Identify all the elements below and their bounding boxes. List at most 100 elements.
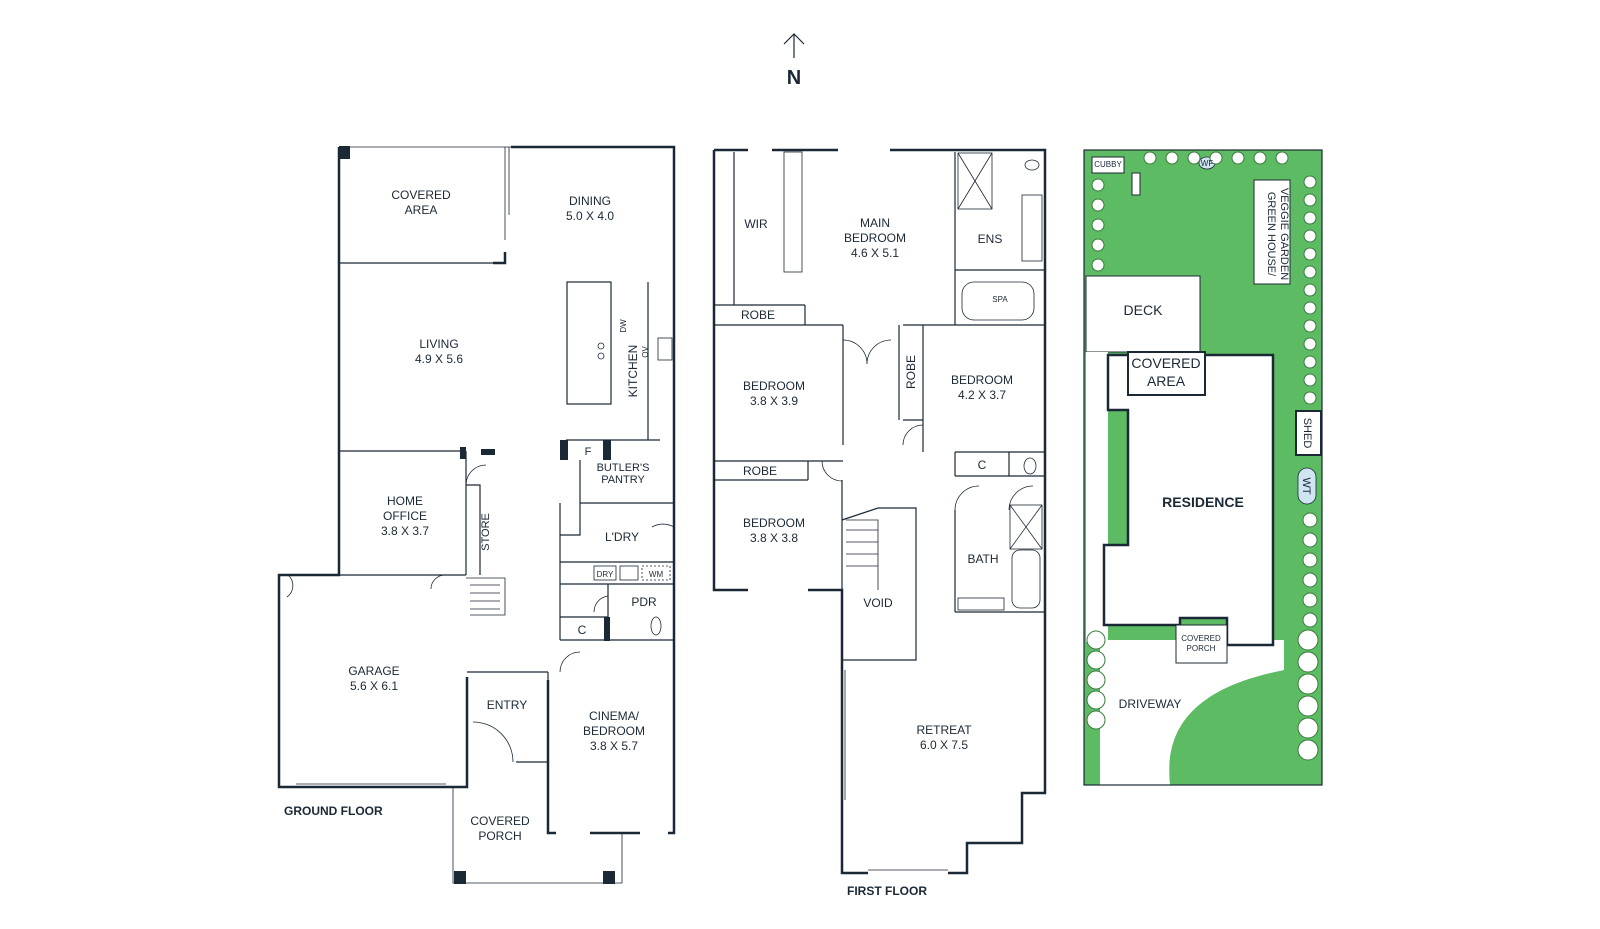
entry-door-swing bbox=[472, 721, 514, 763]
tree-icon bbox=[1297, 651, 1319, 673]
vanity-icon bbox=[1021, 194, 1043, 262]
robe-label-3: ROBE bbox=[743, 464, 777, 478]
tree-icon bbox=[1302, 612, 1318, 628]
tree-icon bbox=[1303, 355, 1317, 369]
fridge-label: F bbox=[585, 446, 592, 458]
shed-label: SHED bbox=[1301, 418, 1313, 449]
porch-post bbox=[454, 871, 466, 884]
tree-icon bbox=[1086, 650, 1106, 670]
toilet-icon bbox=[650, 616, 662, 636]
bedroom2-door-swing bbox=[902, 424, 924, 446]
post-marker bbox=[339, 146, 350, 159]
cinema-door-swing bbox=[559, 651, 581, 673]
tree-icon bbox=[1303, 193, 1317, 207]
side-path bbox=[1086, 352, 1108, 642]
dryer-label: DRY bbox=[597, 570, 614, 579]
stair-outline bbox=[846, 519, 879, 590]
greenhouse-area bbox=[1253, 179, 1291, 285]
void-outline bbox=[841, 507, 917, 661]
robe-label-2: ROBE bbox=[904, 355, 918, 389]
kitchen-island bbox=[566, 281, 612, 405]
toilet-icon bbox=[1023, 457, 1037, 475]
first-closet-label: C bbox=[978, 458, 987, 472]
tree-icon bbox=[1209, 151, 1223, 165]
porch-post-2 bbox=[603, 871, 615, 884]
ensuite-label: ENS bbox=[978, 232, 1003, 246]
tree-icon bbox=[1086, 630, 1106, 650]
garage-label: GARAGE bbox=[348, 664, 399, 678]
water-tank-label: WT bbox=[1300, 477, 1312, 494]
fridge-wall bbox=[560, 440, 568, 460]
tree-icon bbox=[1303, 175, 1317, 189]
tree-icon bbox=[1231, 151, 1245, 165]
main-bedroom-size: 4.6 X 5.1 bbox=[851, 246, 899, 260]
tree-icon bbox=[1303, 265, 1317, 279]
first-floor-plan: WIR MAIN BEDROOM 4.6 X 5.1 ENS SPA ROBE … bbox=[712, 148, 1047, 898]
powder-room-label: PDR bbox=[631, 595, 657, 609]
cubby-path bbox=[1131, 172, 1141, 196]
cubby-area bbox=[1091, 156, 1125, 174]
tree-icon bbox=[1303, 337, 1317, 351]
residence-label: RESIDENCE bbox=[1162, 494, 1244, 510]
main-bedroom-label: MAIN bbox=[860, 216, 890, 230]
tree-icon bbox=[1303, 283, 1317, 297]
ground-floor-plan: COVERED AREA DINING 5.0 X 4.0 LIVING 4.9… bbox=[277, 145, 676, 884]
tree-icon bbox=[1086, 670, 1106, 690]
porch-outline bbox=[452, 787, 623, 884]
wall-stub-2 bbox=[481, 449, 495, 455]
robe-label: ROBE bbox=[741, 308, 775, 322]
bedroom1-label: BEDROOM bbox=[743, 379, 805, 393]
tree-icon bbox=[1303, 247, 1317, 261]
store-door-swing bbox=[465, 464, 487, 486]
cinema-size: 3.8 X 5.7 bbox=[590, 739, 638, 753]
oven-label: OV bbox=[641, 346, 650, 358]
site-covered-area-label-2: AREA bbox=[1147, 373, 1186, 389]
wc-door-swing bbox=[1008, 485, 1034, 511]
tree-icon bbox=[1303, 319, 1317, 333]
tree-icon bbox=[1303, 229, 1317, 243]
laundry-wall bbox=[560, 503, 581, 536]
covered-porch-label-2: PORCH bbox=[478, 829, 521, 843]
double-door-swing bbox=[842, 339, 892, 365]
site-covered-area bbox=[1127, 351, 1206, 396]
dining-size: 5.0 X 4.0 bbox=[566, 209, 614, 223]
first-floor-title: FIRST FLOOR bbox=[847, 884, 927, 898]
tree-icon bbox=[1091, 218, 1105, 232]
tree-icon bbox=[1302, 552, 1318, 568]
dryer-icon bbox=[593, 565, 617, 581]
site-plan: CUBBY WF GREEN HOUSE/ VEGGIE GARDEN DECK… bbox=[1083, 149, 1323, 786]
bath-door-swing bbox=[954, 485, 980, 511]
kitchen-label: KITCHEN bbox=[626, 345, 640, 398]
greenhouse-label-2: VEGGIE GARDEN bbox=[1278, 188, 1290, 280]
tree-icon bbox=[1165, 151, 1179, 165]
site-covered-porch bbox=[1175, 624, 1228, 664]
office-door-swing bbox=[430, 574, 446, 590]
garage-door-swing bbox=[286, 574, 294, 598]
shower-icon bbox=[957, 152, 993, 210]
butlers-pantry-label-2: PANTRY bbox=[601, 474, 645, 486]
tree-icon bbox=[1303, 373, 1317, 387]
water-tank-icon bbox=[1297, 467, 1317, 505]
sink-icon bbox=[597, 352, 605, 360]
covered-area-label-2: AREA bbox=[405, 203, 438, 217]
trees-layer bbox=[1086, 151, 1319, 761]
pdr-door-swing bbox=[593, 595, 609, 613]
shower-icon bbox=[1009, 504, 1043, 550]
tree-icon bbox=[1302, 572, 1318, 588]
wall-stub bbox=[460, 447, 466, 459]
site-covered-area-label: COVERED bbox=[1131, 355, 1200, 371]
tub-icon bbox=[619, 565, 639, 581]
home-office-label-2: OFFICE bbox=[383, 509, 427, 523]
property-boundary bbox=[1083, 149, 1323, 786]
greenhouse-label: GREEN HOUSE/ bbox=[1265, 192, 1277, 277]
tree-icon bbox=[1297, 673, 1319, 695]
closet-label: C bbox=[578, 623, 587, 637]
tree-icon bbox=[1303, 211, 1317, 225]
tree-icon bbox=[1303, 391, 1317, 405]
tree-icon bbox=[1091, 238, 1105, 252]
bedroom2-size: 4.2 X 3.7 bbox=[958, 388, 1006, 402]
tree-icon bbox=[1086, 710, 1106, 730]
void-label: VOID bbox=[863, 596, 893, 610]
store-wall bbox=[466, 484, 481, 575]
